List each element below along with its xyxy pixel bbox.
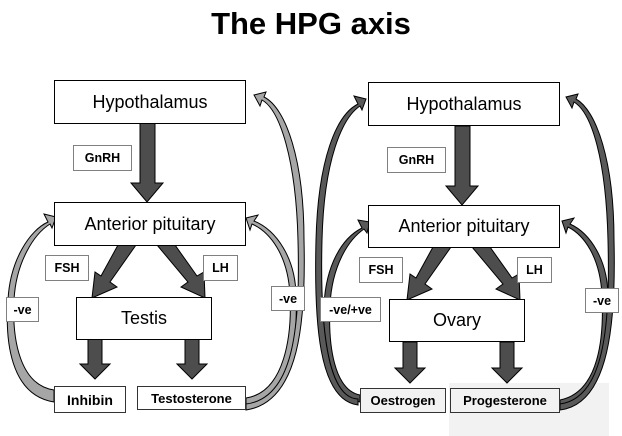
female-fsh-arrow — [406, 246, 452, 301]
male-feedback-right-outer-arrow — [245, 91, 305, 411]
female-anterior-pituitary-box: Anterior pituitary — [368, 205, 560, 248]
male-testis-box: Testis — [76, 297, 212, 340]
female-lh-arrow — [470, 246, 521, 301]
male-feedback-arrows — [6, 91, 305, 411]
male-inhibin-box: Inhibin — [54, 386, 126, 413]
female-feedback-left-label: -ve/+ve — [320, 297, 381, 322]
male-testosterone-arrow — [175, 337, 209, 380]
male-anterior-pituitary-label: Anterior pituitary — [84, 213, 216, 234]
female-arrows — [393, 125, 524, 384]
female-gnrh-arrow — [444, 125, 480, 206]
male-hypothalamus-label: Hypothalamus — [92, 91, 208, 112]
male-lh-label: LH — [203, 255, 238, 281]
male-arrows — [78, 122, 209, 380]
male-feedback-right-label: -ve — [271, 286, 305, 311]
female-hypothalamus-box: Hypothalamus — [368, 82, 560, 126]
female-ovary-box: Ovary — [389, 299, 525, 342]
male-feedback-left-label: -ve — [6, 297, 39, 322]
male-anterior-pituitary-box: Anterior pituitary — [54, 202, 246, 246]
female-ovary-label: Ovary — [432, 310, 481, 330]
page-title: The HPG axis — [211, 6, 411, 41]
female-fsh-label: FSH — [359, 257, 403, 283]
female-oestrogen-box: Oestrogen — [360, 388, 446, 413]
male-lh-arrow — [155, 244, 206, 299]
male-fsh-arrow — [91, 244, 137, 299]
female-feedback-right-outer-arrow — [559, 93, 615, 411]
female-oestrogen-arrow — [393, 341, 427, 384]
female-gnrh-label: GnRH — [387, 147, 446, 173]
female-hypothalamus-label: Hypothalamus — [406, 93, 522, 114]
male-gnrh-arrow — [129, 122, 165, 203]
female-progesterone-arrow — [490, 341, 524, 384]
male-inhibin-arrow — [78, 337, 112, 380]
female-lh-label: LH — [517, 257, 552, 283]
male-hypothalamus-box: Hypothalamus — [54, 80, 246, 124]
female-feedback-right-label: -ve — [585, 288, 619, 313]
male-testis-label: Testis — [120, 308, 167, 328]
female-anterior-pituitary-label: Anterior pituitary — [398, 216, 530, 236]
male-fsh-label: FSH — [45, 255, 89, 281]
male-testosterone-box: Testosterone — [137, 386, 246, 410]
female-progesterone-box: Progesterone — [450, 388, 560, 413]
male-gnrh-label: GnRH — [73, 145, 132, 171]
